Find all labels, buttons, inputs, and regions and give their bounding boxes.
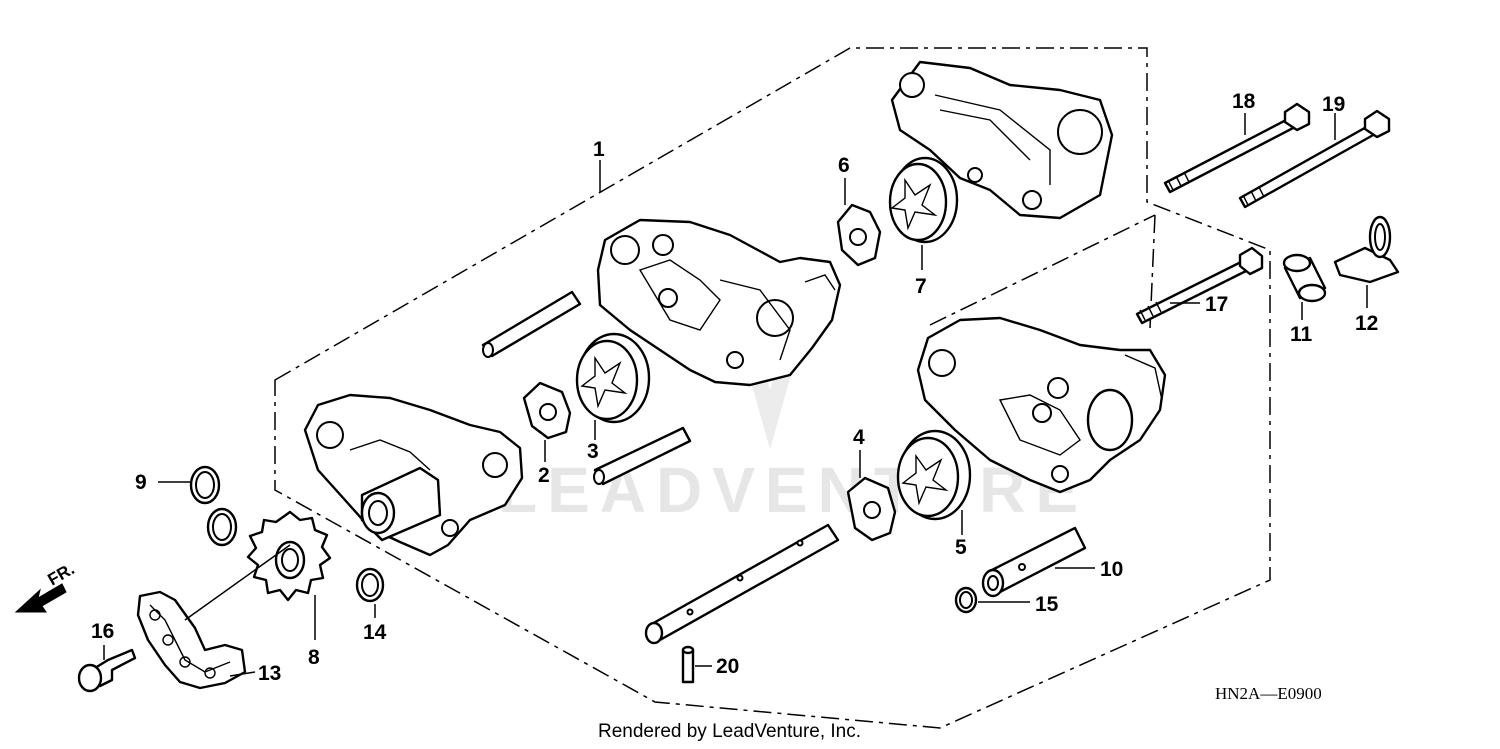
pipe-clamp [1333,215,1400,284]
callout-2: 2 [538,464,550,487]
collar-sleeve [981,526,1087,598]
outer-rotor-mid [575,332,651,424]
front-direction-label: FR. [45,559,78,589]
callout-1: 1 [593,138,605,161]
callout-8: 8 [308,646,320,669]
callout-labels: 1 2 3 4 5 6 7 8 9 10 11 12 13 14 15 16 1… [91,90,1378,685]
callout-14: 14 [363,621,387,644]
callout-9: 9 [135,471,147,494]
assembly-boundary [274,47,1271,729]
long-bolt-17 [1135,246,1264,325]
callout-13: 13 [258,662,281,685]
front-arrow-icon [14,583,67,613]
long-bolt-19 [1238,109,1391,209]
inner-rotor-small-top [836,203,882,267]
dowel-pin-lower [593,426,692,486]
pump-body-rear [916,316,1167,494]
callout-17: 17 [1205,293,1228,316]
callout-20: 20 [716,655,739,678]
callout-7: 7 [915,275,927,298]
snap-ring [355,567,385,603]
o-ring-pair [189,465,238,547]
dowel-pin-upper [481,290,582,358]
callout-3: 3 [587,440,599,463]
front-direction-indicator: FR. [14,559,78,613]
callout-12: 12 [1355,312,1378,335]
dowel-pin-small [681,645,695,684]
watermark-text: LEADVENTURE [498,454,1088,526]
pump-cover-plate [890,60,1114,220]
callout-15: 15 [1035,593,1059,616]
pump-body-middle [596,218,842,387]
flange-bolt-sprocket [77,648,137,693]
long-bolt-18 [1163,102,1311,194]
diagram-code: HN2A—E0900 [1215,684,1322,703]
callout-5: 5 [955,536,967,559]
outer-rotor-top [888,156,959,244]
pump-shaft [644,523,840,645]
callout-19: 19 [1322,93,1345,116]
callout-18: 18 [1232,90,1256,113]
leader-lines [103,113,1368,677]
outer-rotor-rear [896,429,972,521]
sprocket [246,510,332,602]
inner-rotor-small-rear [846,476,897,542]
drive-chain [136,590,247,690]
render-credit: Rendered by LeadVenture, Inc. [598,721,861,742]
bolt-thread-marks [1139,171,1265,321]
bushing [1282,253,1327,303]
inner-rotor-small-mid [522,381,572,440]
callout-16: 16 [91,620,114,643]
sub-assembly-boundary [929,214,1156,329]
callout-4: 4 [853,426,865,449]
callout-11: 11 [1290,323,1313,346]
callout-6: 6 [838,154,850,177]
pump-body-front [303,393,524,557]
callout-10: 10 [1100,558,1123,581]
circlip-small [954,586,978,614]
